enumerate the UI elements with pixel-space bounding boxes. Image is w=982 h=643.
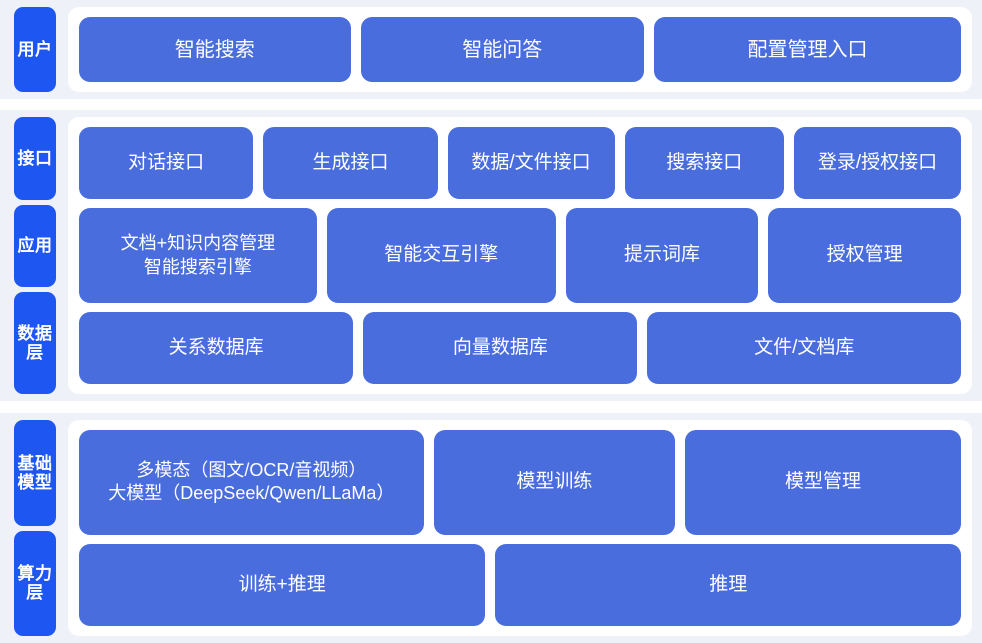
layer-rail-users: 用户 (14, 7, 60, 92)
panel-users: 智能搜索 智能问答 配置管理入口 (68, 7, 972, 92)
block-smart-qa[interactable]: 智能问答 (360, 17, 644, 82)
block-smart-search[interactable]: 智能搜索 (79, 17, 351, 82)
block-generation-api[interactable]: 生成接口 (263, 127, 438, 200)
panel-base: 多模态（图文/OCR/音视频） 大模型（DeepSeek/Qwen/LLaMa）… (68, 420, 972, 636)
row-foundation-model: 多模态（图文/OCR/音视频） 大模型（DeepSeek/Qwen/LLaMa）… (79, 430, 961, 535)
block-doc-knowledge-management[interactable]: 文档+知识内容管理 智能搜索引擎 (79, 208, 317, 303)
block-config-management-entry[interactable]: 配置管理入口 (654, 17, 961, 82)
block-vector-database[interactable]: 向量数据库 (363, 311, 638, 384)
block-relational-database[interactable]: 关系数据库 (79, 311, 354, 384)
block-model-training[interactable]: 模型训练 (433, 430, 676, 535)
row-user-entries: 智能搜索 智能问答 配置管理入口 (79, 17, 961, 82)
row-compute-layer: 训练+推理 推理 (79, 543, 961, 626)
block-authorization-management[interactable]: 授权管理 (768, 208, 961, 303)
rail-tab-foundation-model[interactable]: 基础模型 (14, 420, 56, 526)
row-interface: 对话接口 生成接口 数据/文件接口 搜索接口 登录/授权接口 (79, 127, 961, 200)
block-training-plus-inference[interactable]: 训练+推理 (79, 543, 486, 626)
rail-tab-interface[interactable]: 接口 (14, 117, 56, 200)
block-search-api[interactable]: 搜索接口 (624, 127, 785, 200)
panel-middle: 对话接口 生成接口 数据/文件接口 搜索接口 登录/授权接口 文档+知识内容管理… (68, 117, 972, 394)
rail-tab-compute-layer[interactable]: 算力层 (14, 530, 56, 636)
block-login-auth-api[interactable]: 登录/授权接口 (794, 127, 961, 200)
block-multimodal-large-model[interactable]: 多模态（图文/OCR/音视频） 大模型（DeepSeek/Qwen/LLaMa） (79, 430, 424, 535)
rail-tab-application[interactable]: 应用 (14, 204, 56, 288)
band-separator-top (0, 99, 982, 110)
layer-group-base: 基础模型 算力层 多模态（图文/OCR/音视频） 大模型（DeepSeek/Qw… (0, 413, 982, 643)
layer-group-users: 用户 智能搜索 智能问答 配置管理入口 (0, 0, 982, 99)
block-smart-interaction-engine[interactable]: 智能交互引擎 (326, 208, 556, 303)
rail-tab-user[interactable]: 用户 (14, 7, 56, 92)
band-separator-bottom (0, 401, 982, 413)
row-application: 文档+知识内容管理 智能搜索引擎 智能交互引擎 提示词库 授权管理 (79, 208, 961, 303)
rail-tab-data-layer[interactable]: 数据层 (14, 292, 56, 394)
block-file-document-store[interactable]: 文件/文档库 (647, 311, 961, 384)
layer-rail-middle: 接口 应用 数据层 (14, 117, 60, 394)
layer-rail-base: 基础模型 算力层 (14, 420, 60, 636)
block-dialog-api[interactable]: 对话接口 (79, 127, 254, 200)
row-data-layer: 关系数据库 向量数据库 文件/文档库 (79, 311, 961, 384)
block-data-file-api[interactable]: 数据/文件接口 (447, 127, 615, 200)
block-model-management[interactable]: 模型管理 (685, 430, 961, 535)
block-inference[interactable]: 推理 (495, 543, 961, 626)
layer-group-middle: 接口 应用 数据层 对话接口 生成接口 数据/文件接口 搜索接口 登录/授权接口… (0, 110, 982, 401)
block-prompt-library[interactable]: 提示词库 (565, 208, 759, 303)
